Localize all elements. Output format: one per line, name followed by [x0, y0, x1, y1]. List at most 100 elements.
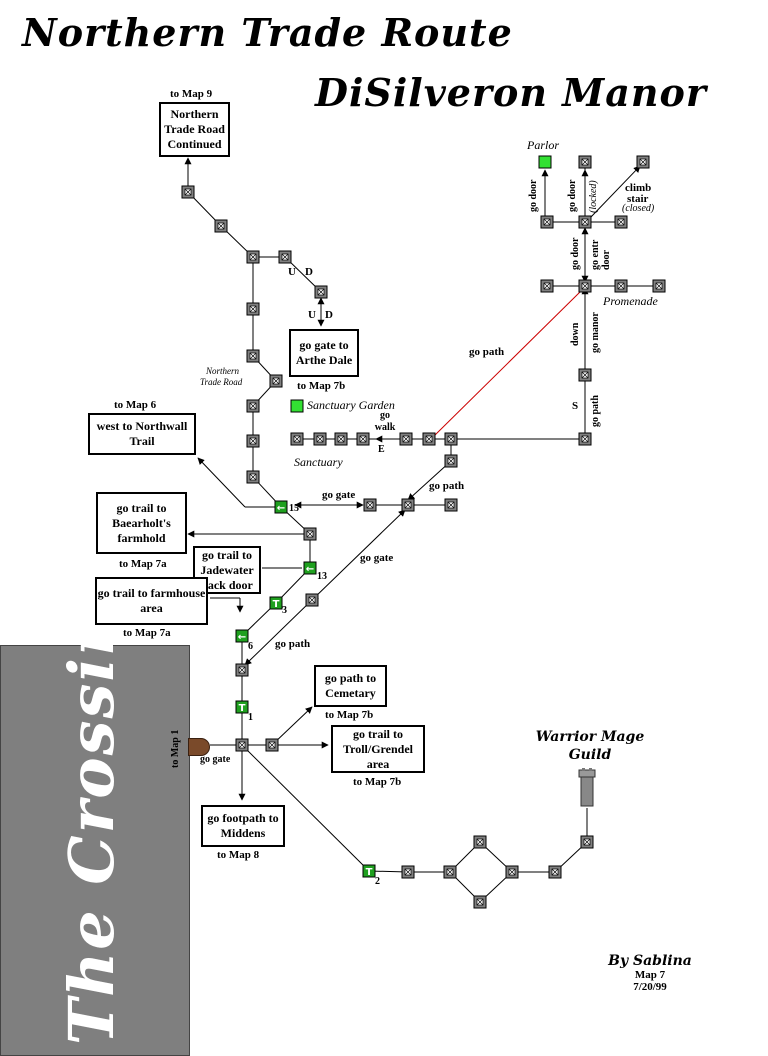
svg-text:T: T — [366, 867, 373, 878]
room[interactable] — [363, 498, 377, 512]
room[interactable] — [313, 432, 327, 446]
room[interactable] — [422, 432, 436, 446]
room[interactable] — [444, 498, 458, 512]
svg-text:←: ← — [277, 503, 285, 514]
room-number-1: 1 — [248, 712, 253, 723]
place-sanctuary: Sanctuary — [294, 455, 343, 469]
room[interactable] — [578, 155, 592, 169]
map-title-line-1: Northern Trade Route — [22, 10, 513, 55]
label-go-door-2: go door — [528, 179, 539, 213]
map-ref-map9[interactable]: to Map 9 — [170, 88, 213, 100]
label-locked: (locked) — [588, 180, 599, 213]
room[interactable] — [636, 155, 650, 169]
label-closed: (closed) — [622, 203, 655, 214]
map-ref-map7a-a[interactable]: to Map 7a — [119, 558, 167, 570]
room[interactable] — [246, 399, 260, 413]
room[interactable] — [444, 432, 458, 446]
svg-text:T: T — [239, 703, 246, 714]
map-ref-map7b-b[interactable]: to Map 7b — [325, 709, 374, 721]
room[interactable] — [278, 250, 292, 264]
rooms: ← ← T ← T T — [181, 155, 666, 909]
start-room[interactable] — [538, 155, 552, 169]
map-ref-map7b-a[interactable]: to Map 7b — [297, 380, 346, 392]
label-d1: D — [305, 266, 313, 278]
room[interactable] — [265, 738, 279, 752]
box-cemetary[interactable]: go path to Cemetary — [314, 665, 387, 707]
the-crossing-area[interactable] — [0, 645, 190, 1056]
room[interactable] — [443, 865, 457, 879]
room[interactable] — [305, 593, 319, 607]
room[interactable] — [235, 738, 249, 752]
label-climb: climb — [625, 182, 652, 194]
guild-line-2: Guild — [568, 747, 612, 763]
room[interactable] — [548, 865, 562, 879]
room[interactable] — [614, 279, 628, 293]
box-middens[interactable]: go footpath to Middens — [201, 805, 285, 847]
room[interactable] — [401, 498, 415, 512]
room[interactable] — [303, 527, 317, 541]
special-room[interactable]: ← — [303, 561, 317, 575]
signature: By Sablina Map 7 7/20/99 — [600, 953, 700, 993]
room[interactable] — [473, 895, 487, 909]
guild-tower-icon[interactable] — [578, 768, 596, 808]
room[interactable] — [444, 454, 458, 468]
room-number-6: 6 — [248, 641, 253, 652]
room[interactable] — [540, 215, 554, 229]
special-room[interactable]: T — [269, 596, 283, 610]
room-number-2: 2 — [375, 876, 380, 887]
room[interactable] — [399, 432, 413, 446]
room[interactable] — [214, 219, 228, 233]
room[interactable] — [181, 185, 195, 199]
box-farmhouse[interactable]: go trail to farmhouse area — [95, 577, 208, 625]
room[interactable] — [246, 434, 260, 448]
room-number-3: 3 — [282, 605, 287, 616]
room[interactable] — [473, 835, 487, 849]
label-go-path-3: go path — [469, 346, 505, 358]
room[interactable] — [578, 432, 592, 446]
room[interactable] — [578, 215, 592, 229]
place-sanctuary-garden: Sanctuary Garden — [307, 398, 395, 412]
map-title-line-2: DiSilveron Manor — [315, 70, 707, 115]
room[interactable] — [246, 302, 260, 316]
room[interactable] — [235, 663, 249, 677]
box-northwall[interactable]: west to Northwall Trail — [88, 413, 196, 455]
map-ref-map6[interactable]: to Map 6 — [114, 399, 157, 411]
special-room[interactable]: ← — [274, 500, 288, 514]
room[interactable] — [401, 865, 415, 879]
signature-map: Map 7 — [634, 969, 666, 981]
place-northern-1: Northern — [206, 366, 240, 376]
special-room[interactable]: T — [235, 700, 249, 714]
start-room[interactable] — [290, 399, 304, 413]
room[interactable] — [314, 285, 328, 299]
room[interactable] — [269, 374, 283, 388]
room[interactable] — [578, 368, 592, 382]
room[interactable] — [540, 279, 554, 293]
room[interactable] — [614, 215, 628, 229]
box-trade-road[interactable]: Northern Trade Road Continued — [159, 102, 230, 157]
special-room[interactable]: T — [362, 864, 376, 878]
special-room[interactable]: ← — [235, 629, 249, 643]
room[interactable] — [246, 470, 260, 484]
room[interactable] — [246, 250, 260, 264]
label-go-path-4: go path — [590, 395, 601, 427]
room[interactable] — [578, 279, 592, 293]
box-arthe-dale[interactable]: go gate to Arthe Dale — [289, 329, 359, 377]
room-number-15: 15 — [289, 503, 299, 514]
map-ref-map8[interactable]: to Map 8 — [217, 849, 260, 861]
label-u2: U — [308, 309, 316, 321]
label-stair: stair — [627, 193, 649, 205]
gate-icon[interactable] — [188, 738, 210, 756]
svg-text:←: ← — [306, 564, 314, 575]
room[interactable] — [580, 835, 594, 849]
box-baearholt[interactable]: go trail to Baearholt's farmhold — [96, 492, 187, 554]
room[interactable] — [290, 432, 304, 446]
room[interactable] — [652, 279, 666, 293]
room[interactable] — [334, 432, 348, 446]
warrior-mage-guild-label[interactable]: Warrior Mage Guild — [525, 728, 655, 764]
room[interactable] — [246, 349, 260, 363]
room[interactable] — [505, 865, 519, 879]
room[interactable] — [356, 432, 370, 446]
box-troll[interactable]: go trail to Troll/Grendel area — [331, 725, 425, 773]
map-ref-map7b-c[interactable]: to Map 7b — [353, 776, 402, 788]
map-ref-map7a-b[interactable]: to Map 7a — [123, 627, 171, 639]
